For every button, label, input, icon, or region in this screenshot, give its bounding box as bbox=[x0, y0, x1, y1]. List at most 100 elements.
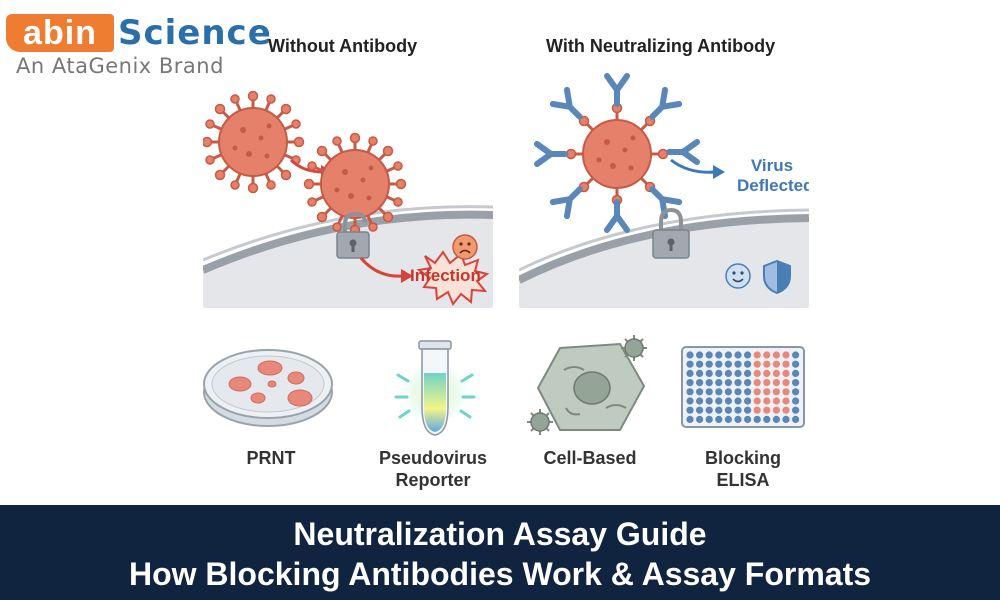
plate-well bbox=[753, 360, 761, 368]
plate-well bbox=[696, 351, 704, 359]
plate-well bbox=[734, 415, 742, 423]
plate-well bbox=[763, 360, 771, 368]
plate-well bbox=[792, 406, 800, 414]
plate-well bbox=[686, 351, 694, 359]
pseudovirus-assay bbox=[390, 335, 480, 440]
plate-well bbox=[782, 369, 790, 377]
plate-well bbox=[772, 369, 780, 377]
with-antibody-panel: Virus Deflected bbox=[519, 70, 809, 308]
plate-well bbox=[734, 406, 742, 414]
banner-subtitle: How Blocking Antibodies Work & Assay For… bbox=[128, 556, 872, 592]
plate-well bbox=[686, 397, 694, 405]
plate-well bbox=[715, 379, 723, 387]
plate-well bbox=[782, 351, 790, 359]
virus-deflected-label: Virus Deflected bbox=[737, 156, 809, 196]
plate-well bbox=[753, 406, 761, 414]
virus-icon bbox=[303, 132, 407, 236]
plate-well bbox=[686, 369, 694, 377]
plate-well bbox=[763, 415, 771, 423]
antibody-icon bbox=[666, 139, 700, 165]
plate-well bbox=[744, 379, 752, 387]
plate-well bbox=[734, 388, 742, 396]
plate-well bbox=[744, 397, 752, 405]
plate-well bbox=[772, 415, 780, 423]
antibody-icon bbox=[604, 73, 630, 107]
plate-well bbox=[705, 388, 713, 396]
antibody-icon bbox=[549, 186, 583, 220]
plate-well bbox=[792, 397, 800, 405]
plate-well bbox=[763, 351, 771, 359]
plate-well bbox=[763, 379, 771, 387]
cell-interior bbox=[203, 214, 493, 308]
plate-well bbox=[715, 397, 723, 405]
plate-well bbox=[744, 369, 752, 377]
antibody-icon bbox=[604, 199, 630, 233]
plate-well bbox=[705, 397, 713, 405]
plate-well bbox=[724, 406, 732, 414]
plate-well bbox=[696, 415, 704, 423]
plate-well bbox=[782, 415, 790, 423]
right-panel-title: With Neutralizing Antibody bbox=[546, 36, 776, 56]
virus-icon bbox=[203, 90, 305, 194]
plate-well bbox=[792, 415, 800, 423]
plate-well bbox=[705, 406, 713, 414]
logo-science-text: Science bbox=[118, 13, 272, 53]
plate-well bbox=[724, 388, 732, 396]
infection-label: Infection bbox=[410, 266, 481, 285]
plate-well bbox=[772, 351, 780, 359]
plate-well bbox=[686, 379, 694, 387]
virus-icon bbox=[527, 409, 553, 435]
antibody-icon bbox=[549, 86, 583, 120]
plate-well bbox=[734, 397, 742, 405]
cell-based-assay bbox=[522, 330, 662, 440]
happy-face-icon bbox=[725, 263, 751, 289]
plate-well bbox=[782, 360, 790, 368]
prnt-assay bbox=[200, 340, 340, 430]
plate-well bbox=[792, 351, 800, 359]
plate-well bbox=[715, 351, 723, 359]
plate-well bbox=[686, 388, 694, 396]
plate-well bbox=[744, 360, 752, 368]
antibody-icon bbox=[534, 141, 568, 167]
plate-well bbox=[724, 351, 732, 359]
plate-well bbox=[744, 406, 752, 414]
plate-well bbox=[715, 360, 723, 368]
plate-well bbox=[686, 360, 694, 368]
plate-well bbox=[744, 415, 752, 423]
plate-well bbox=[753, 369, 761, 377]
banner-title: Neutralization Assay Guide bbox=[293, 516, 707, 552]
elisa-assay bbox=[680, 345, 806, 429]
plate-well bbox=[753, 397, 761, 405]
plate-well bbox=[696, 397, 704, 405]
glowing-tube-icon bbox=[394, 340, 476, 436]
plate-well bbox=[763, 397, 771, 405]
plate-well bbox=[696, 388, 704, 396]
plate-well bbox=[715, 406, 723, 414]
left-panel-title: Without Antibody bbox=[268, 36, 418, 56]
arrow-icon bbox=[289, 158, 324, 174]
plate-well bbox=[724, 369, 732, 377]
without-antibody-illustration bbox=[203, 90, 493, 308]
antibody-icon bbox=[649, 86, 683, 120]
plate-well bbox=[744, 388, 752, 396]
assay-label-cell-based: Cell-Based bbox=[543, 448, 637, 468]
plate-well bbox=[696, 369, 704, 377]
plate-well bbox=[705, 415, 713, 423]
logo-abin-text: abin bbox=[6, 14, 114, 52]
plate-well bbox=[772, 360, 780, 368]
open-lock-icon bbox=[336, 211, 370, 259]
sad-face-icon bbox=[452, 234, 478, 260]
plate-well bbox=[705, 360, 713, 368]
assay-label-prnt: PRNT bbox=[246, 448, 296, 468]
title-banner: Neutralization Assay Guide How Blocking … bbox=[0, 505, 1000, 600]
virus-deflected-line1: Virus bbox=[750, 156, 794, 175]
plate-well bbox=[734, 360, 742, 368]
plate-well bbox=[734, 379, 742, 387]
plate-well bbox=[715, 388, 723, 396]
plate-well bbox=[763, 369, 771, 377]
cell-icon bbox=[527, 335, 647, 435]
plate-well bbox=[753, 351, 761, 359]
plate-well bbox=[772, 388, 780, 396]
plate-well bbox=[724, 360, 732, 368]
plate-well bbox=[772, 397, 780, 405]
